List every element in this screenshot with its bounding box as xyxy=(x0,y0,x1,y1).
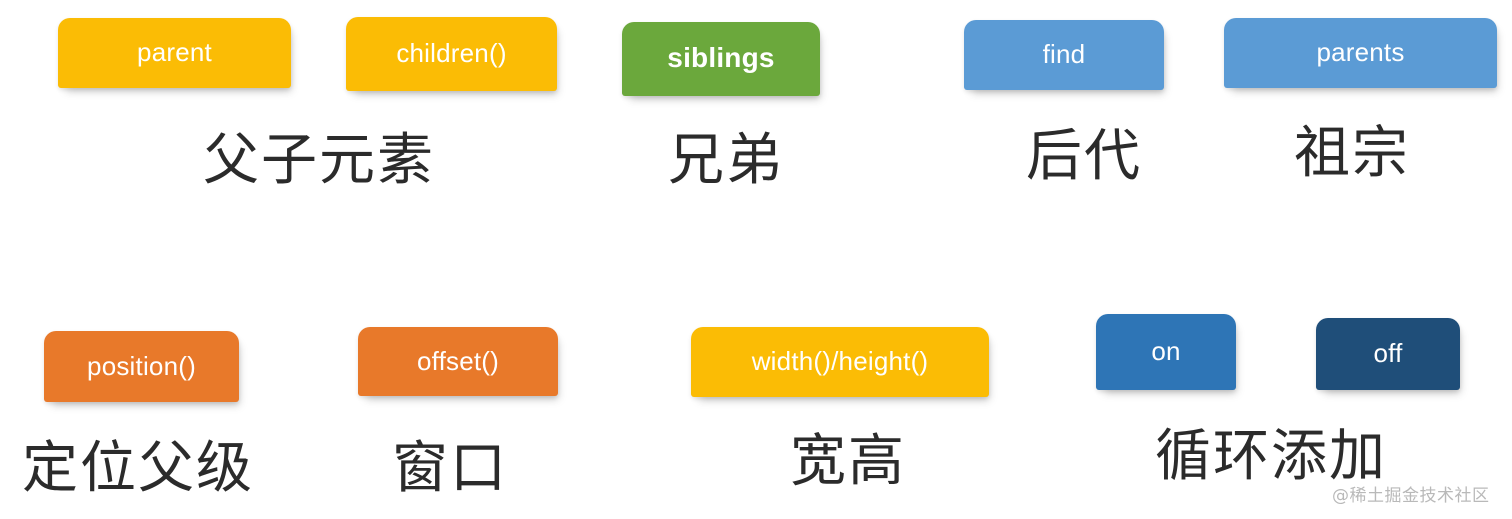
caption-祖宗: 祖宗 xyxy=(1294,121,1410,186)
chip-on[interactable]: on xyxy=(1096,314,1236,390)
chip-parent[interactable]: parent xyxy=(58,18,291,88)
chip-label: children() xyxy=(396,38,507,68)
chip-label: find xyxy=(1042,39,1086,69)
chip-label: position() xyxy=(87,350,196,381)
chip-width-height[interactable]: width()/height() xyxy=(691,327,989,397)
chip-label: parent xyxy=(137,37,212,67)
chip-children[interactable]: children() xyxy=(346,17,557,91)
chip-siblings[interactable]: siblings xyxy=(622,22,820,96)
watermark: @稀土掘金技术社区 xyxy=(1332,486,1490,506)
chip-label: width()/height() xyxy=(751,346,929,376)
caption-兄弟: 兄弟 xyxy=(668,128,784,193)
chip-offset[interactable]: offset() xyxy=(358,327,558,396)
caption-宽高: 宽高 xyxy=(790,429,906,494)
chip-off[interactable]: off xyxy=(1316,318,1460,390)
chip-position[interactable]: position() xyxy=(44,331,239,402)
chip-label: on xyxy=(1151,336,1181,366)
caption-窗口: 窗口 xyxy=(392,436,508,501)
caption-父子元素: 父子元素 xyxy=(203,128,435,193)
chip-label: off xyxy=(1373,338,1403,368)
caption-定位父级: 定位父级 xyxy=(22,436,254,501)
chip-find[interactable]: find xyxy=(964,20,1164,90)
chip-label: parents xyxy=(1316,37,1405,67)
chip-label: siblings xyxy=(667,42,775,73)
chip-label: offset() xyxy=(416,345,500,376)
chip-parents[interactable]: parents xyxy=(1224,18,1497,88)
caption-循环添加: 循环添加 xyxy=(1155,424,1387,489)
caption-后代: 后代 xyxy=(1026,124,1142,189)
